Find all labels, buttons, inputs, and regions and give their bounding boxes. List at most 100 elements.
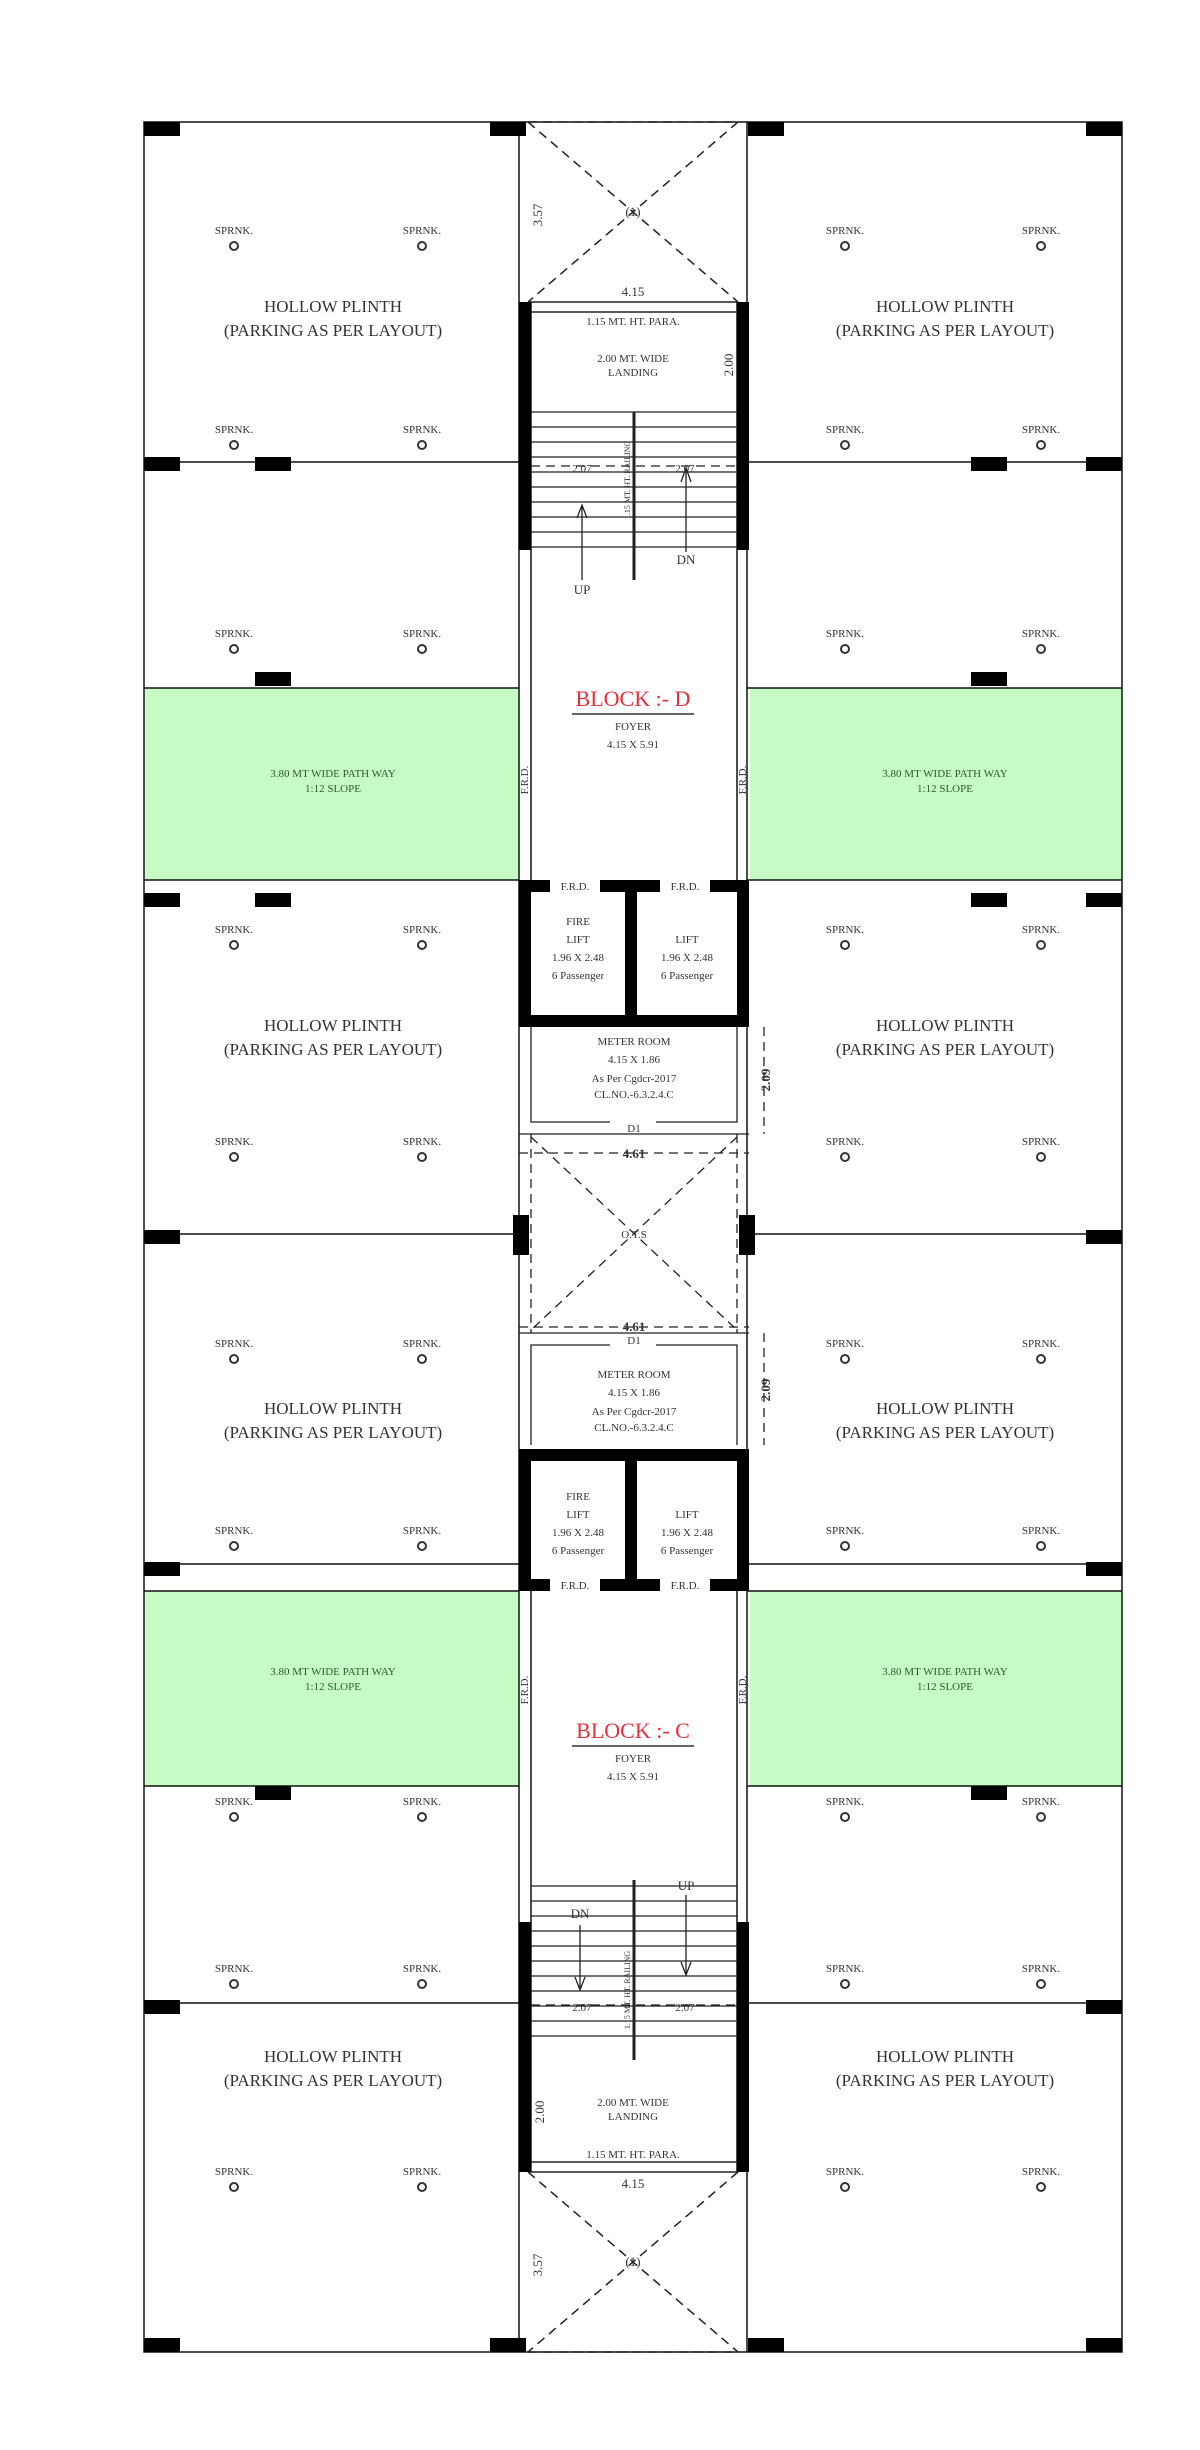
svg-text:1.96 X 2.48: 1.96 X 2.48 — [552, 952, 604, 964]
svg-text:LIFT: LIFT — [566, 934, 590, 946]
sprinkler-label: SPRNK. — [826, 1338, 864, 1350]
column — [1086, 893, 1122, 907]
frd-fire-lift-c: F.R.D. — [561, 1580, 590, 1592]
pathways — [145, 688, 1122, 1786]
sprinkler-icon — [1036, 440, 1046, 450]
sprinkler-label: SPRNK. — [826, 924, 864, 936]
up-label-top: UP — [574, 582, 591, 597]
sprinkler-icon — [840, 1541, 850, 1551]
stair-width-bottom: 4.15 — [622, 2176, 645, 2191]
sprinkler-label: SPRNK. — [403, 225, 441, 237]
dn-label-bottom: DN — [571, 1906, 590, 1921]
block-c-label: BLOCK :- C FOYER 4.15 X 5.91 — [572, 1718, 694, 1783]
column — [255, 672, 291, 686]
sprinkler: SPRNK. — [826, 924, 864, 950]
sprinkler: SPRNK. — [215, 1963, 253, 1989]
area-labels: HOLLOW PLINTH(PARKING AS PER LAYOUT)HOLL… — [224, 297, 1054, 2090]
sprinkler-icon — [840, 241, 850, 251]
column — [490, 2338, 526, 2352]
parking-label-line1: HOLLOW PLINTH — [264, 297, 402, 316]
sprinkler-icon — [840, 1152, 850, 1162]
svg-text:4.15 X 1.86: 4.15 X 1.86 — [608, 1054, 660, 1066]
frd-foyer-d-left: F.R.D. — [519, 765, 531, 794]
sprinkler-label: SPRNK. — [403, 924, 441, 936]
sprinkler-label: SPRNK. — [403, 1963, 441, 1975]
columns — [144, 122, 1122, 2352]
column — [971, 457, 1007, 471]
flight-dim-top-right: 2.07 — [675, 463, 695, 475]
column — [1086, 2000, 1122, 2014]
sprinkler: SPRNK. — [215, 1796, 253, 1822]
up-label-bottom: UP — [678, 1878, 695, 1893]
svg-text:2.09: 2.09 — [758, 1068, 773, 1091]
void-top-height: 3.57 — [530, 203, 545, 226]
sprinkler: SPRNK. — [403, 1338, 441, 1364]
sprinkler: SPRNK. — [403, 1525, 441, 1551]
sprinkler-label: SPRNK. — [403, 1338, 441, 1350]
sprinkler-label: SPRNK. — [403, 1525, 441, 1537]
svg-text:6 Passenger: 6 Passenger — [661, 1545, 714, 1557]
sprinkler: SPRNK. — [826, 1963, 864, 1989]
pathway-label-line1: 3.80 MT WIDE PATH WAY — [882, 768, 1007, 780]
frd-foyer-c-right: F.R.D. — [737, 1675, 749, 1704]
sprinkler-icon — [229, 241, 239, 251]
svg-text:D1: D1 — [627, 1123, 640, 1135]
sprinkler-label: SPRNK. — [403, 2166, 441, 2178]
sprinkler-icon — [840, 940, 850, 950]
svg-text:FIRE: FIRE — [566, 1491, 590, 1503]
sprinkler-label: SPRNK. — [215, 1338, 253, 1350]
meter-ots-lines — [519, 1027, 765, 1445]
svg-text:4.15 X 1.86: 4.15 X 1.86 — [608, 1387, 660, 1399]
svg-text:FOYER: FOYER — [615, 721, 652, 733]
landing-top-1: 2.00 MT. WIDE — [597, 353, 669, 365]
svg-text:1.96 X 2.48: 1.96 X 2.48 — [661, 952, 713, 964]
sprinkler-label: SPRNK. — [403, 424, 441, 436]
column — [144, 1562, 180, 1576]
stair-width-top: 4.15 — [622, 284, 645, 299]
sprinkler: SPRNK. — [215, 1136, 253, 1162]
column — [1086, 1562, 1122, 1576]
sprinkler-icon — [417, 1979, 427, 1989]
sprinkler-icon — [840, 1812, 850, 1822]
column — [1086, 2338, 1122, 2352]
void-bottom-label: (1) — [625, 2254, 640, 2269]
column — [1086, 122, 1122, 136]
railing-top: 1.15 MT. HT. RAILING — [623, 441, 632, 520]
column — [255, 1786, 291, 1800]
svg-text:LIFT: LIFT — [566, 1509, 590, 1521]
sprinkler: SPRNK. — [403, 1136, 441, 1162]
sprinkler-label: SPRNK. — [403, 1136, 441, 1148]
flight-dim-bottom-left: 2.07 — [572, 2002, 592, 2014]
pathway-label-line2: 1:12 SLOPE — [917, 783, 973, 795]
pathway-c-left — [145, 1591, 519, 1786]
parking-label-line2: (PARKING AS PER LAYOUT) — [836, 321, 1054, 340]
svg-text:CL.NO.-6.3.2.4.C: CL.NO.-6.3.2.4.C — [594, 1089, 673, 1101]
sprinkler: SPRNK. — [826, 1796, 864, 1822]
svg-text:6 Passenger: 6 Passenger — [552, 1545, 605, 1557]
pathway-label-line2: 1:12 SLOPE — [917, 1681, 973, 1693]
ots-width-bottom: 4.61 — [623, 1319, 646, 1334]
fire-lift-c: FIRE LIFT 1.96 X 2.48 6 Passenger — [552, 1491, 605, 1557]
sprinkler-icon — [1036, 1979, 1046, 1989]
sprinkler-label: SPRNK. — [826, 1136, 864, 1148]
pathway-label-line2: 1:12 SLOPE — [305, 783, 361, 795]
sprinkler-label: SPRNK. — [215, 1796, 253, 1808]
sprinkler-icon — [229, 2182, 239, 2192]
flight-dim-top-left: 2.07 — [572, 463, 592, 475]
sprinkler: SPRNK. — [1022, 1796, 1060, 1822]
dn-arrow — [680, 466, 692, 552]
sprinkler-icon — [417, 2182, 427, 2192]
svg-text:METER ROOM: METER ROOM — [597, 1369, 670, 1381]
frd-lift-c: F.R.D. — [671, 1580, 700, 1592]
sprinkler: SPRNK. — [403, 1963, 441, 1989]
sprinkler: SPRNK. — [403, 2166, 441, 2192]
sprinkler-label: SPRNK. — [215, 2166, 253, 2178]
void-bottom — [527, 2161, 739, 2353]
sprinkler-label: SPRNK. — [215, 628, 253, 640]
pathway-label-line1: 3.80 MT WIDE PATH WAY — [270, 1666, 395, 1678]
meter-room-d: METER ROOM 4.15 X 1.86 As Per Cgdcr-2017… — [592, 1036, 773, 1135]
sprinkler: SPRNK. — [403, 225, 441, 251]
sprinkler: SPRNK. — [215, 225, 253, 251]
sprinkler: SPRNK. — [1022, 1525, 1060, 1551]
